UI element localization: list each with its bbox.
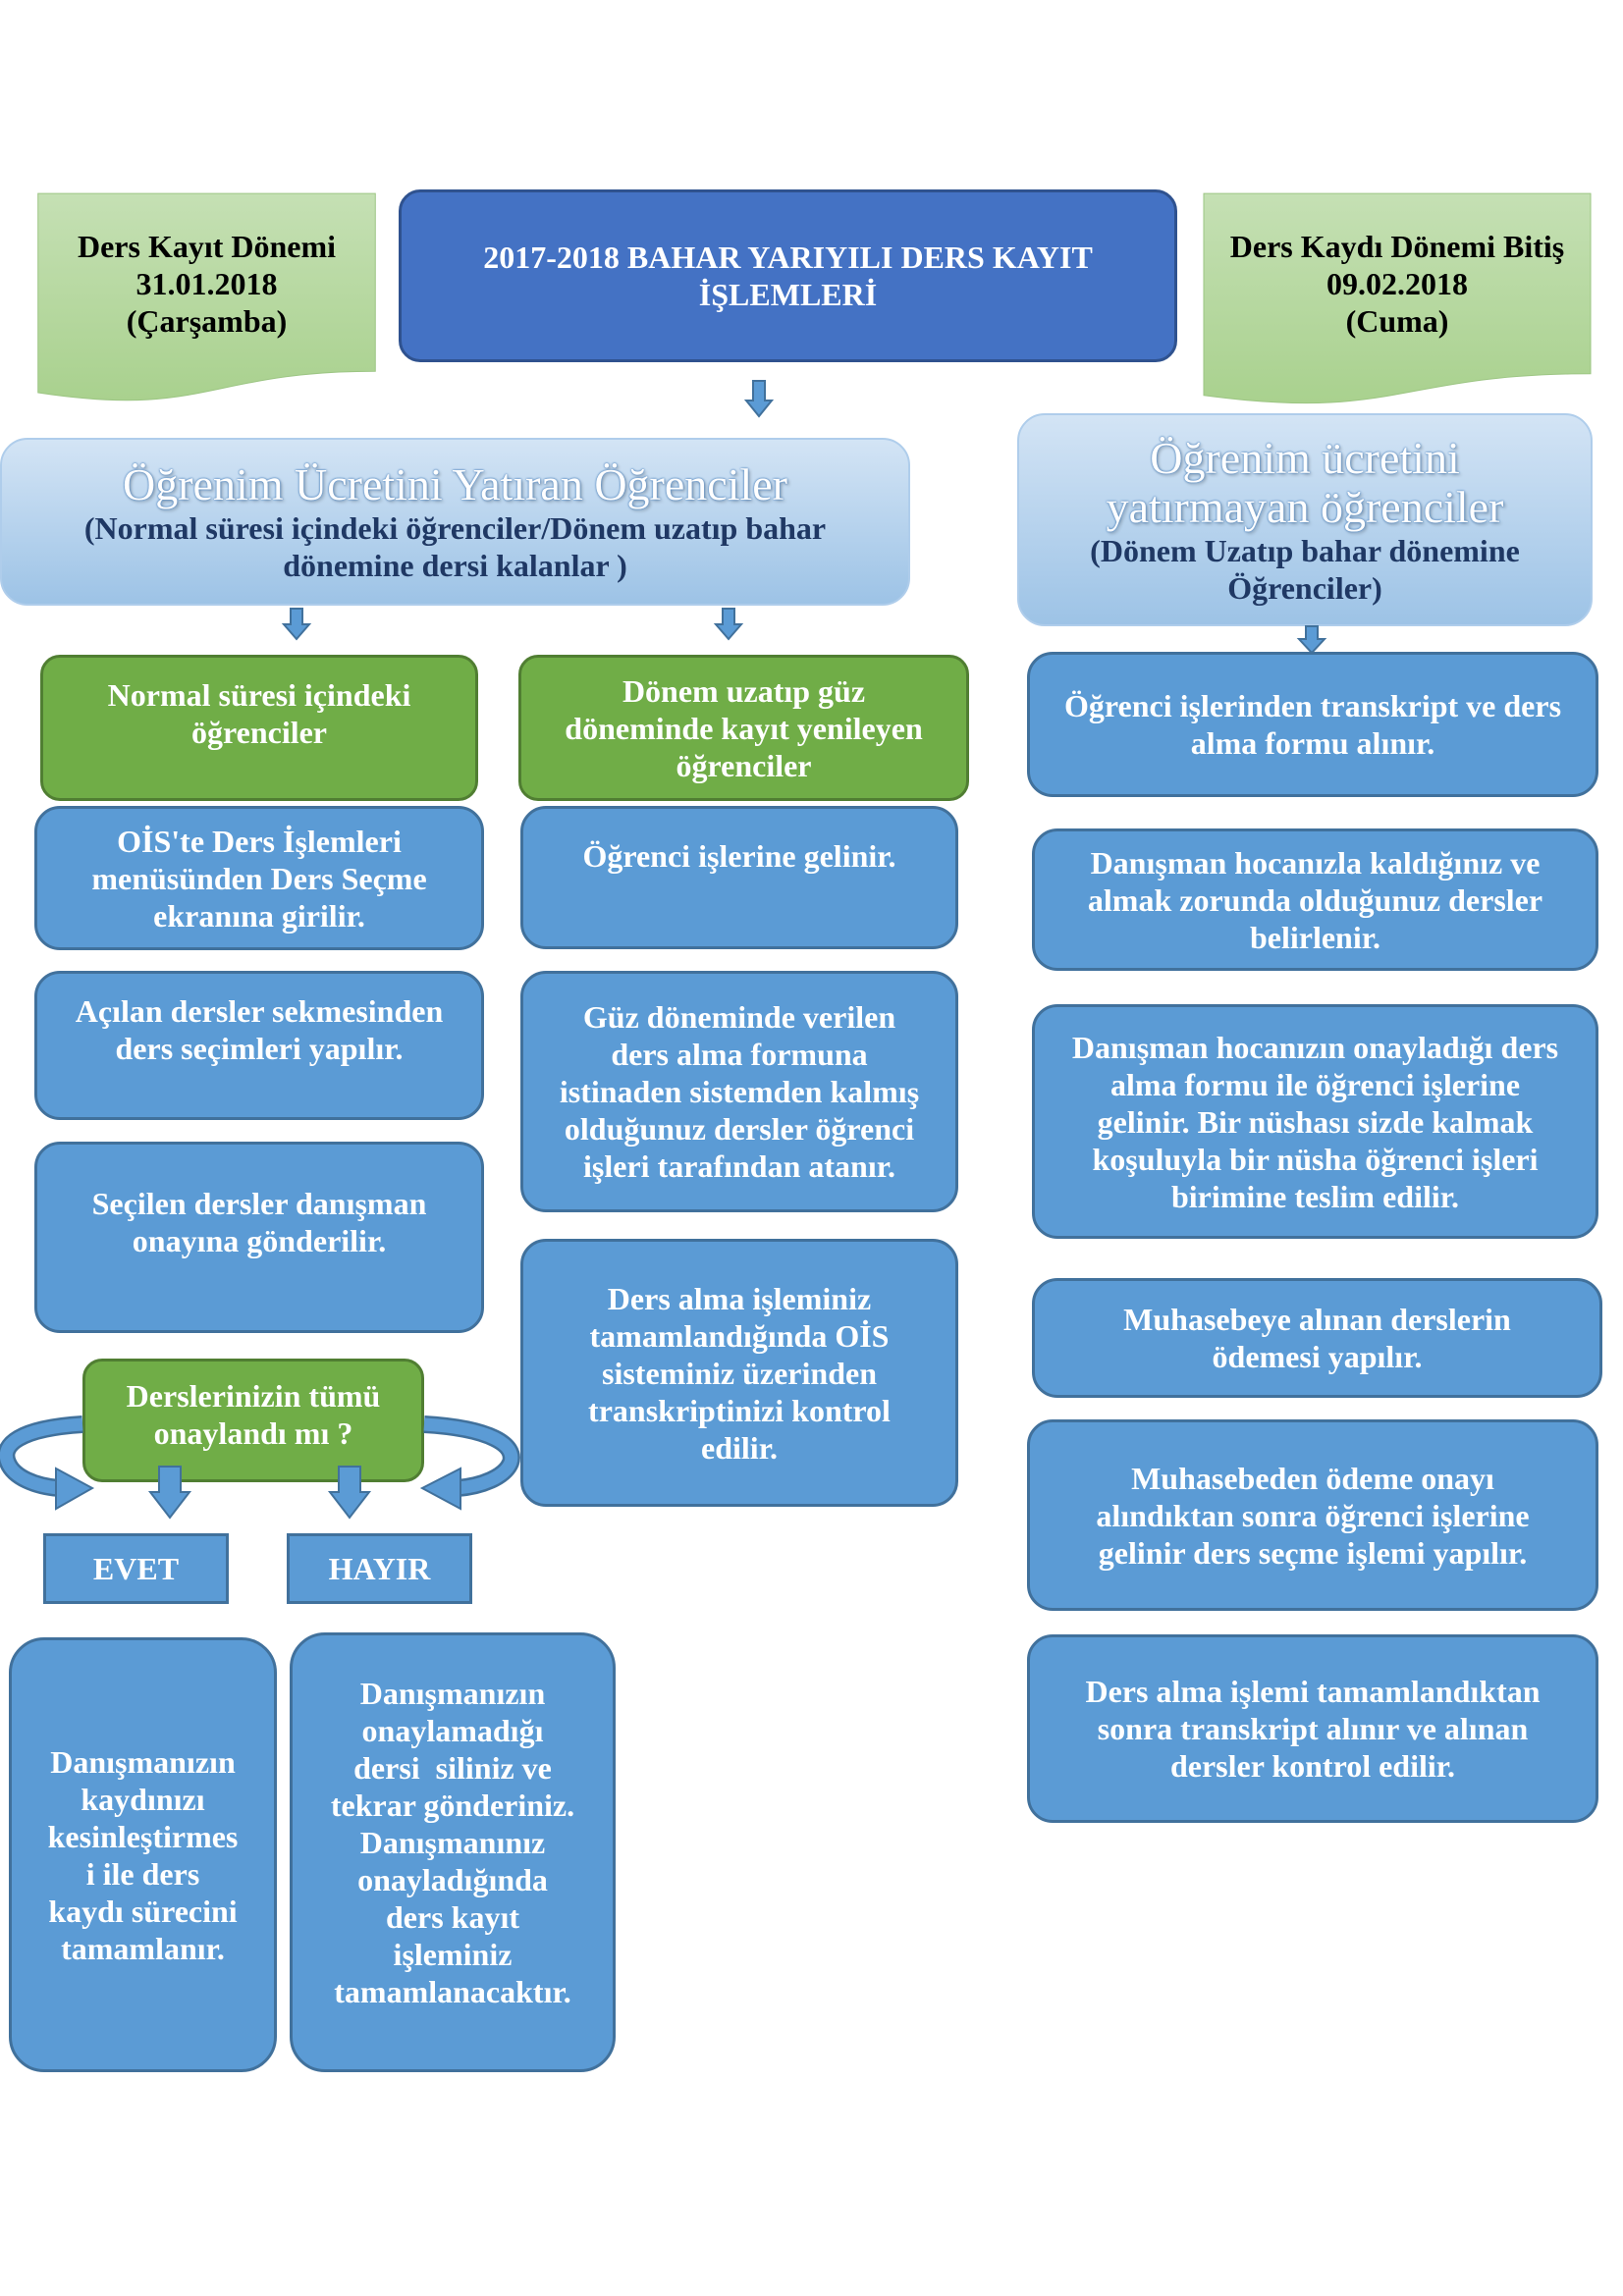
- normal-step-2: Açılan dersler sekmesinden ders seçimler…: [34, 971, 484, 1120]
- step-text: Açılan dersler sekmesinden ders seçimler…: [75, 993, 444, 1066]
- registration-start-note: Ders Kayıt Dönemi 31.01.2018 (Çarşamba): [36, 192, 377, 405]
- down-arrow-icon: [281, 608, 312, 641]
- normal-step-3: Seçilen dersler danışman onayına gönderi…: [34, 1142, 484, 1333]
- down-arrow-icon: [1296, 625, 1327, 655]
- curved-arrow-right-icon: [419, 1415, 520, 1511]
- answer-yes: EVET: [43, 1533, 229, 1604]
- step-text: Muhasebeden ödeme onayı alındıktan sonra…: [1096, 1460, 1530, 1571]
- answer-yes-label: EVET: [92, 1551, 180, 1586]
- down-arrow-icon: [713, 608, 744, 641]
- non-paying-step-1: Öğrenci işlerinden transkript ve ders al…: [1027, 652, 1598, 797]
- yes-outcome-text: Danışmanızın kaydınızı kesinleştirmes i …: [47, 1743, 239, 1966]
- non-paying-step-6: Ders alma işlemi tamamlandıktan sonra tr…: [1027, 1634, 1598, 1823]
- down-arrow-icon: [743, 380, 775, 418]
- no-outcome: Danışmanızın onaylamadığı dersi siliniz …: [290, 1632, 616, 2072]
- answer-no-label: HAYIR: [328, 1551, 431, 1586]
- normal-students-label: Normal süresi içindeki öğrenciler: [107, 676, 411, 750]
- paying-students-subheading: (Normal süresi içindeki öğrenciler/Dönem…: [83, 509, 827, 583]
- registration-end-note: Ders Kaydı Dönemi Bitiş 09.02.2018 (Cuma…: [1202, 192, 1593, 408]
- extended-step-3: Ders alma işleminiz tamamlandığında OİS …: [520, 1239, 958, 1507]
- step-text: Güz döneminde verilen ders alma formuna …: [559, 999, 920, 1184]
- non-paying-students-category: Öğrenim ücretini yatırmayan öğrenciler (…: [1017, 413, 1593, 626]
- document-shape: [1202, 192, 1593, 408]
- registration-start-text: Ders Kayıt Dönemi 31.01.2018 (Çarşamba): [77, 229, 337, 339]
- step-text: Ders alma işlemi tamamlandıktan sonra tr…: [1085, 1674, 1541, 1784]
- non-paying-students-heading: Öğrenim ücretini yatırmayan öğrenciler: [1106, 432, 1504, 532]
- answer-no: HAYIR: [287, 1533, 472, 1604]
- extended-students-group: Dönem uzatıp güz döneminde kayıt yeniley…: [518, 655, 969, 801]
- step-text: Ders alma işleminiz tamamlandığında OİS …: [588, 1280, 891, 1466]
- extended-students-label: Dönem uzatıp güz döneminde kayıt yeniley…: [565, 672, 923, 783]
- step-text: OİS'te Ders İşlemleri menüsünden Ders Se…: [91, 823, 427, 934]
- page-title: 2017-2018 BAHAR YARIYILI DERS KAYIT İŞLE…: [399, 189, 1177, 362]
- curved-arrow-left-icon: [0, 1415, 95, 1511]
- non-paying-step-4: Muhasebeye alınan derslerin ödemesi yapı…: [1032, 1278, 1602, 1398]
- step-text: Danışman hocanızla kaldığınız ve almak z…: [1087, 844, 1543, 955]
- non-paying-step-3: Danışman hocanızın onayladığı ders alma …: [1032, 1004, 1598, 1239]
- approval-question-text: Derslerinizin tümü onaylandı mı ?: [126, 1378, 381, 1451]
- no-outcome-text: Danışmanızın onaylamadığı dersi siliniz …: [330, 1676, 575, 2009]
- normal-step-1: OİS'te Ders İşlemleri menüsünden Ders Se…: [34, 806, 484, 950]
- normal-students-group: Normal süresi içindeki öğrenciler: [40, 655, 478, 801]
- non-paying-step-5: Muhasebeden ödeme onayı alındıktan sonra…: [1027, 1419, 1598, 1611]
- extended-step-1: Öğrenci işlerine gelinir.: [520, 806, 958, 949]
- page-title-text: 2017-2018 BAHAR YARIYILI DERS KAYIT İŞLE…: [483, 240, 1093, 312]
- non-paying-step-2: Danışman hocanızla kaldığınız ve almak z…: [1032, 828, 1598, 971]
- step-text: Öğrenci işlerinden transkript ve ders al…: [1063, 688, 1562, 761]
- paying-students-category: Öğrenim Ücretini Yatıran Öğrenciler (Nor…: [0, 438, 910, 606]
- step-text: Muhasebeye alınan derslerin ödemesi yapı…: [1123, 1302, 1511, 1374]
- document-shape: [36, 192, 377, 405]
- yes-outcome: Danışmanızın kaydınızı kesinleştirmes i …: [9, 1637, 277, 2072]
- approval-question: Derslerinizin tümü onaylandı mı ?: [82, 1359, 424, 1482]
- registration-end-text: Ders Kaydı Dönemi Bitiş 09.02.2018 (Cuma…: [1229, 229, 1565, 339]
- non-paying-students-subheading: (Dönem Uzatıp bahar dönemine Öğrenciler): [1090, 532, 1520, 606]
- extended-step-2: Güz döneminde verilen ders alma formuna …: [520, 971, 958, 1212]
- paying-students-heading: Öğrenim Ücretini Yatıran Öğrenciler: [122, 458, 788, 509]
- step-text: Danışman hocanızın onayladığı ders alma …: [1071, 1029, 1559, 1214]
- step-text: Seçilen dersler danışman onayına gönderi…: [91, 1185, 427, 1258]
- step-text: Öğrenci işlerine gelinir.: [582, 838, 896, 874]
